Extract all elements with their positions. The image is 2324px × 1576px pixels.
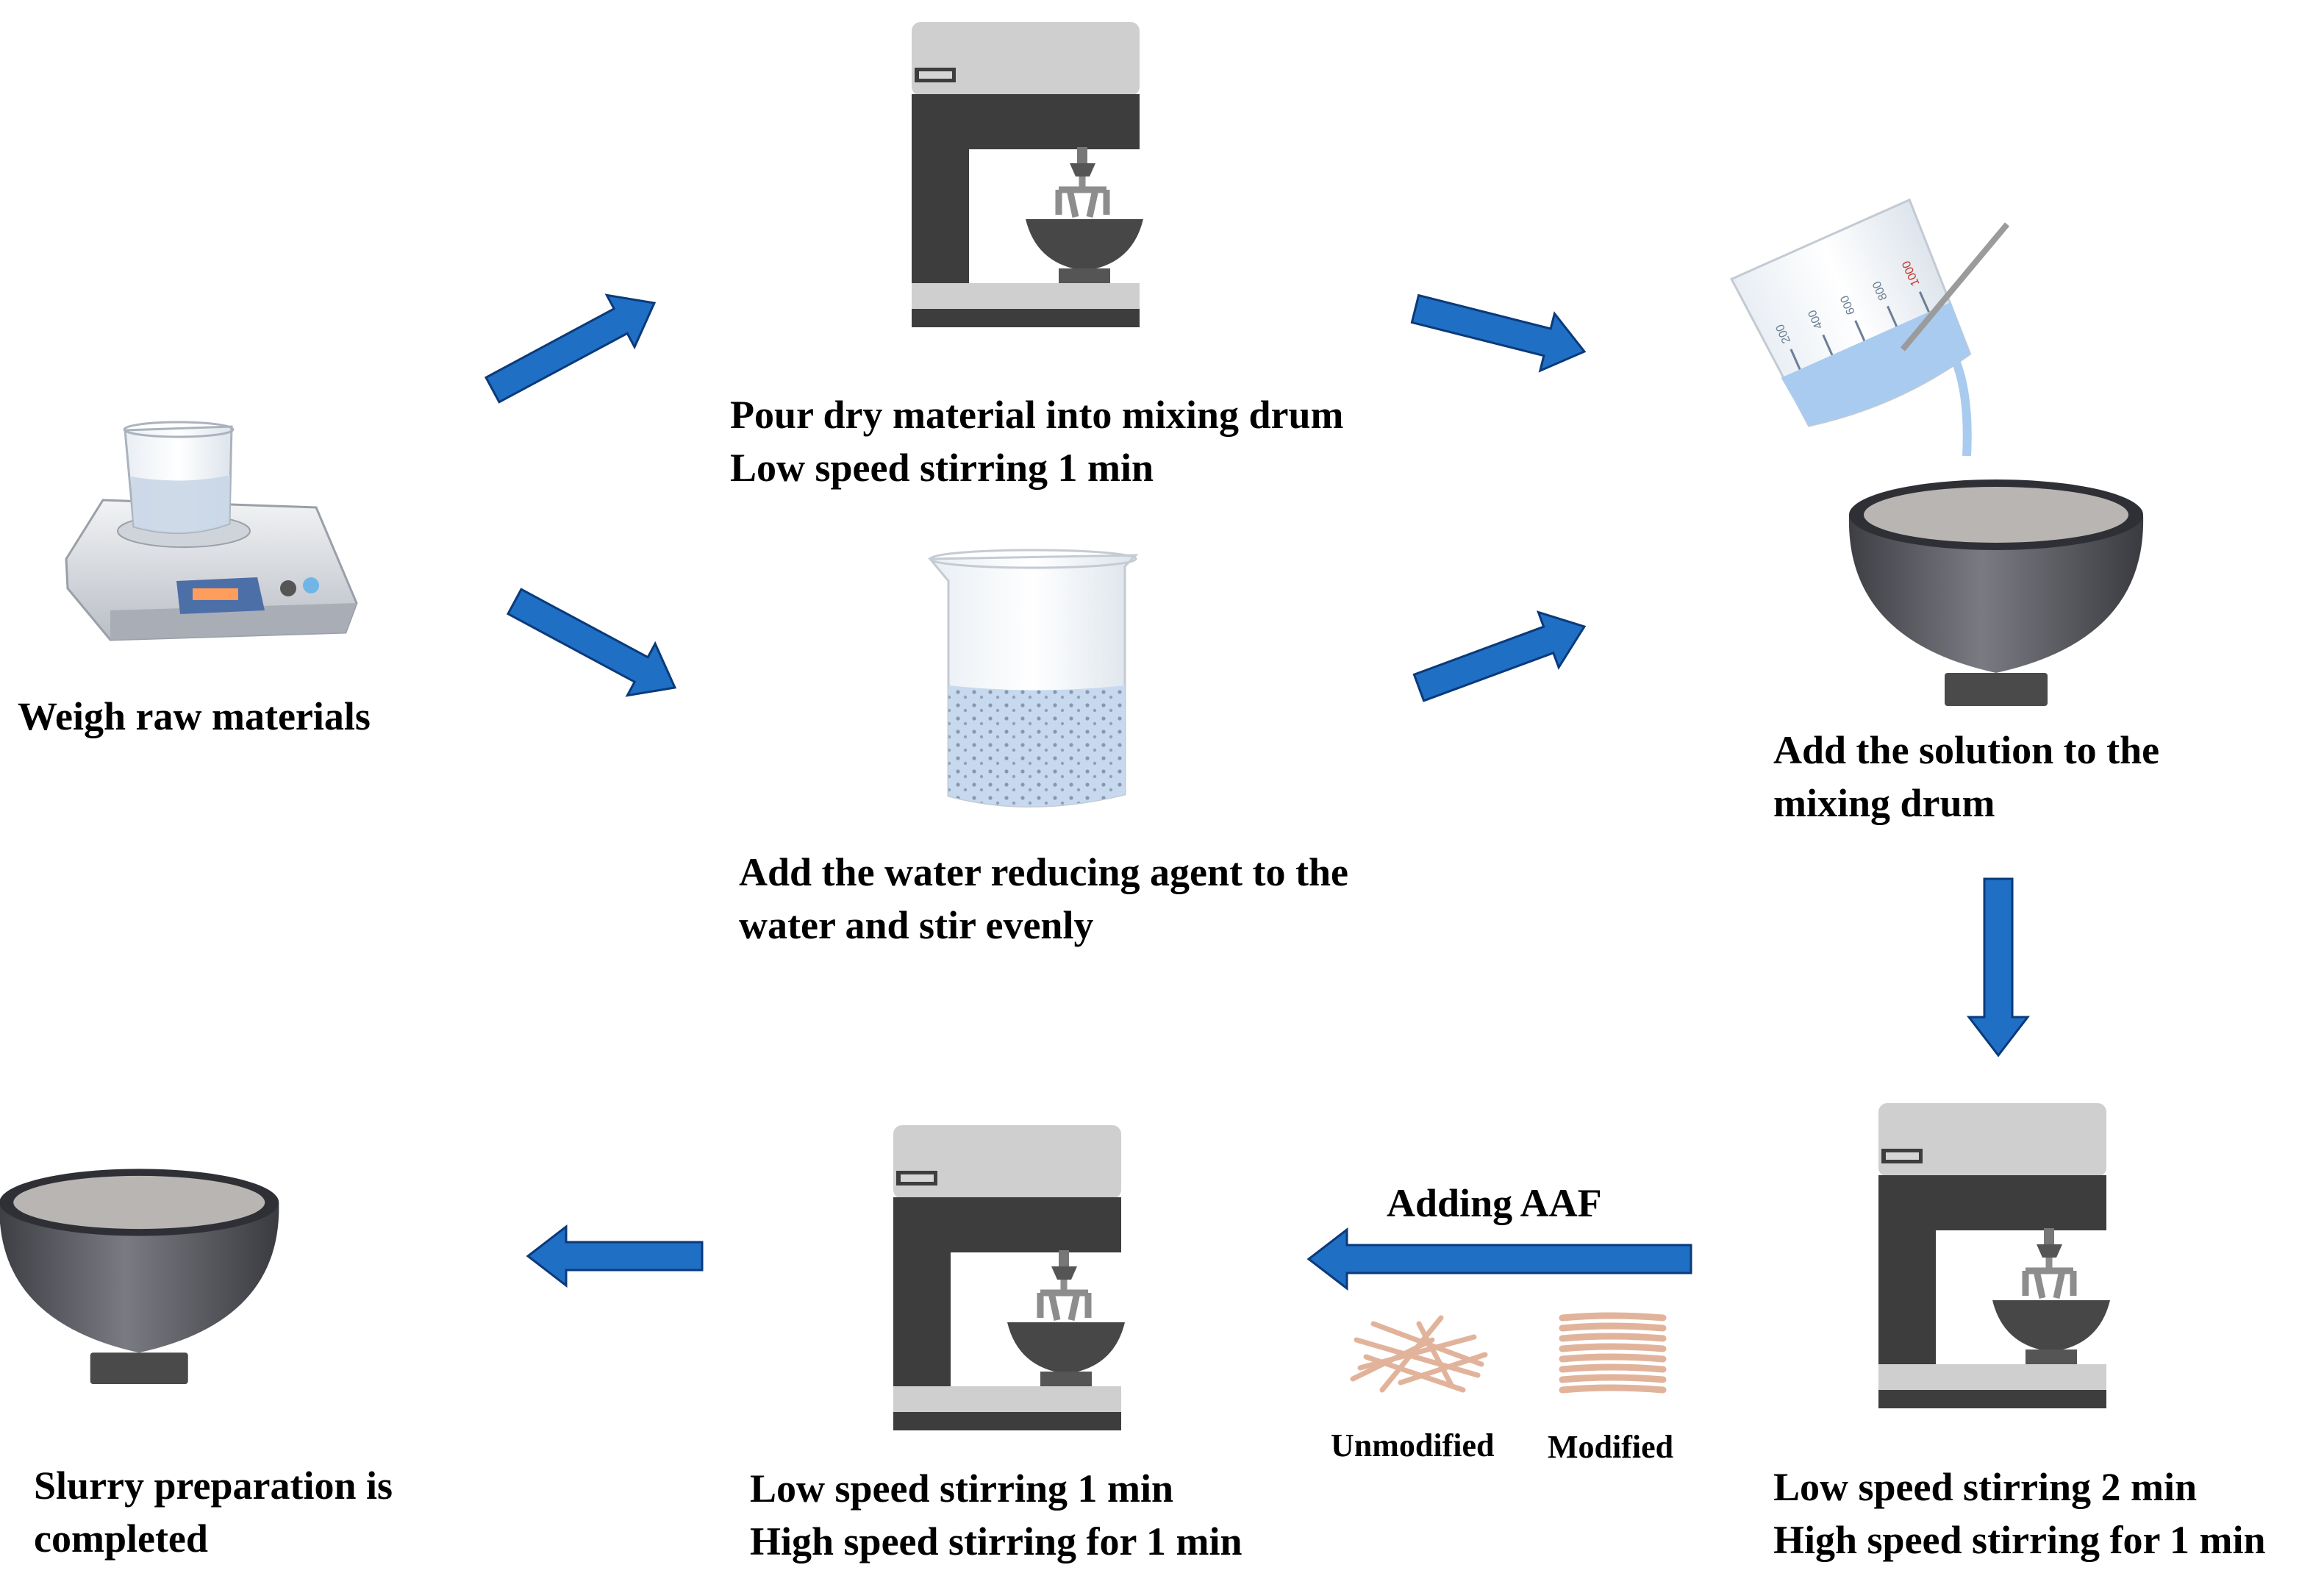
arrow-solution-to-stir [1966,877,2031,1058]
beaker-scale-tick [1918,291,1930,313]
step-water-agent-label: Add the water reducing agent to the wate… [739,846,1348,952]
beaker-scale-tick [1887,305,1898,327]
stand-mixer-icon [893,1125,1125,1430]
arrow-weigh-to-water-agent [506,588,677,697]
aaf-title-text: Adding AAF [1387,1181,1602,1225]
stand-mixer-icon [912,22,1143,327]
step-add-solution-line-2: mixing drum [1773,781,1995,825]
beaker-scale-tick [1790,349,1801,370]
step-dry-mix-line-1: Pour dry material into mixing drum [730,393,1344,437]
step-completed-line-2: completed [34,1516,208,1561]
step-weigh-label: Weigh raw materials [18,690,371,743]
step-weigh-line-1: Weigh raw materials [18,694,371,738]
aaf-title: Adding AAF [1387,1177,1602,1230]
step-stir-after-aaf-line-1: Low speed stirring 1 min [750,1466,1174,1511]
unmodified-label-text: Unmodified [1331,1427,1495,1463]
step-dry-mix-label: Pour dry material into mixing drum Low s… [730,388,1343,494]
step-completed-label: Slurry preparation is completed [34,1459,393,1565]
step-completed-line-1: Slurry preparation is [34,1463,393,1508]
arrow-weigh-to-dry-mix [484,293,657,404]
arrow-dry-mix-to-solution [1410,293,1587,373]
step-water-agent-line-2: water and stir evenly [739,903,1094,947]
step-stir-after-aaf-label: Low speed stirring 1 min High speed stir… [750,1462,1243,1568]
modified-label: Modified [1548,1427,1673,1468]
unmodified-label: Unmodified [1331,1425,1494,1466]
beaker-scale-tick [1822,334,1834,356]
modified-label-text: Modified [1548,1429,1674,1465]
mixing-bowl-icon [0,1169,279,1384]
modified-fiber-strand [1559,1374,1667,1383]
stand-mixer-icon [1878,1103,2110,1408]
modified-fiber-strand [1559,1333,1667,1342]
modified-fiber-strand [1559,1363,1667,1373]
step-water-agent-line-1: Add the water reducing agent to the [739,850,1348,894]
step-stir-2min-label: Low speed stirring 2 min High speed stir… [1773,1461,2266,1566]
beaker-scale-tick [1854,320,1866,341]
step-add-solution-line-1: Add the solution to the [1773,728,2160,772]
step-stir-2min-line-1: Low speed stirring 2 min [1773,1465,2198,1509]
step-dry-mix-line-2: Low speed stirring 1 min [730,446,1154,490]
step-stir-2min-line-2: High speed stirring for 1 min [1773,1518,2266,1562]
step-add-solution-label: Add the solution to the mixing drum [1773,724,2159,830]
modified-fiber-strand [1559,1353,1667,1363]
arrow-water-agent-to-solution [1412,610,1587,702]
unmodified-fibers-icon [1350,1315,1488,1393]
flow-arrows [484,293,2031,1291]
beaker-with-solution-icon [927,549,1139,807]
modified-fiber-strand [1559,1343,1667,1352]
arrow-stir-to-aaf-mixer [1306,1227,1692,1291]
arrow-aaf-mixer-to-completed [526,1224,704,1288]
mixing-bowl-icon [1848,479,2144,706]
modified-fibers-icon [1559,1312,1667,1394]
modified-fiber-strand [1559,1312,1667,1322]
scale-with-beaker-icon [65,421,358,641]
modified-fiber-strand [1559,1384,1667,1394]
modified-fiber-strand [1559,1322,1667,1332]
step-stir-after-aaf-line-2: High speed stirring for 1 min [750,1519,1243,1563]
